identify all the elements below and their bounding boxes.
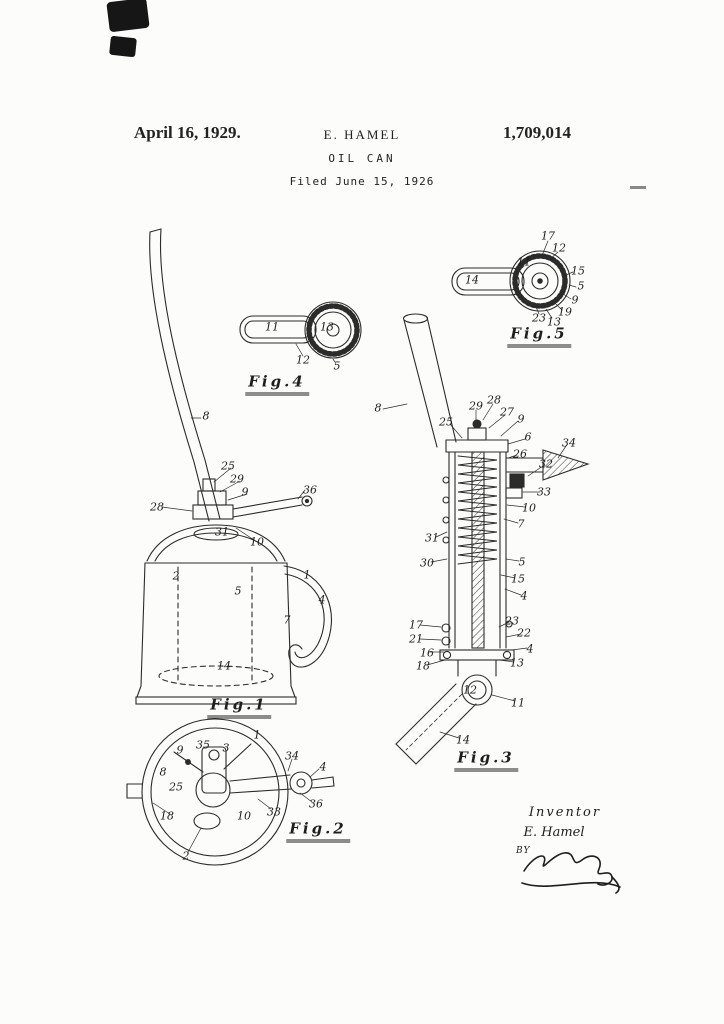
fig2-drawing (127, 719, 334, 865)
attorney-signature (510, 835, 630, 905)
fig5-drawing (452, 241, 576, 318)
fig3-drawing (383, 314, 588, 764)
inventor-label: Inventor (529, 805, 601, 820)
fig1-drawing (136, 229, 331, 704)
fig4-drawing (240, 302, 361, 362)
